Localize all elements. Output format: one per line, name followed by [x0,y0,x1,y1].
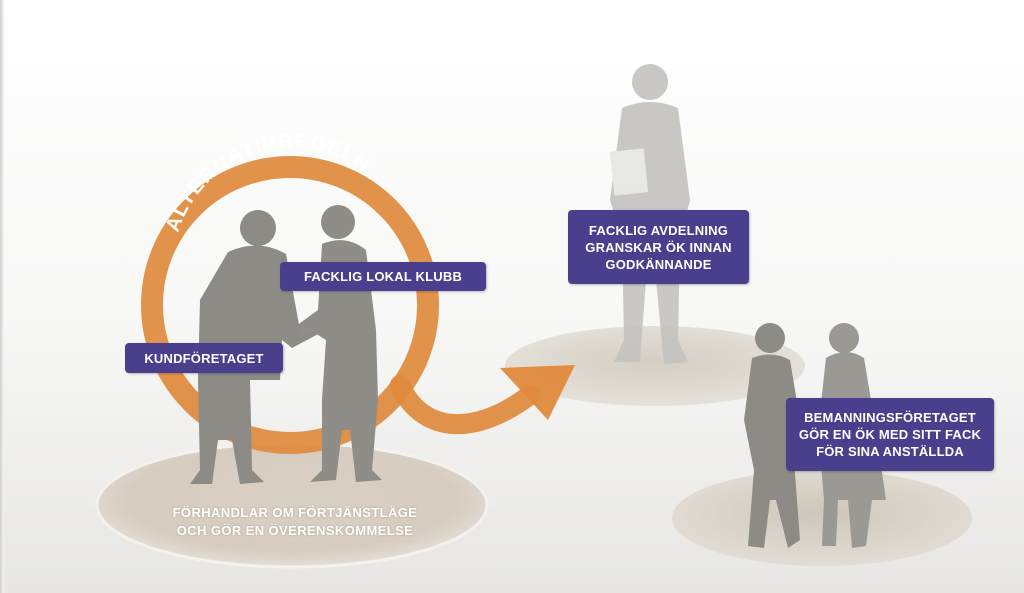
label-kundforetaget: KUNDFÖRETAGET [125,343,283,373]
flow-arrowhead [500,365,575,420]
scan-edge [0,0,4,593]
label-facklig-avdelning: FACKLIG AVDELNING GRANSKAR ÖK INNAN GODK… [568,210,749,284]
label-bemanningsforetaget: BEMANNINGSFÖRETAGET GÖR EN ÖK MED SITT F… [786,398,994,471]
flow-arrow [390,375,540,435]
platform-middle [505,326,805,406]
label-facklig-lokal-klubb: FACKLIG LOKAL KLUBB [280,262,486,291]
platform-left [97,443,487,567]
figure-union-rep [296,205,382,482]
platform-caption-line-1: FÖRHANDLAR OM FÖRTJÄNSTLÄGE [172,505,418,520]
platform-caption: FÖRHANDLAR OM FÖRTJÄNSTLÄGE OCH GÖR EN Ö… [150,504,440,540]
platform-right [672,470,972,566]
alternativregeln-ring [141,156,439,454]
platform-caption-line-2: OCH GÖR EN ÖVERENSKOMMELSE [176,523,414,538]
